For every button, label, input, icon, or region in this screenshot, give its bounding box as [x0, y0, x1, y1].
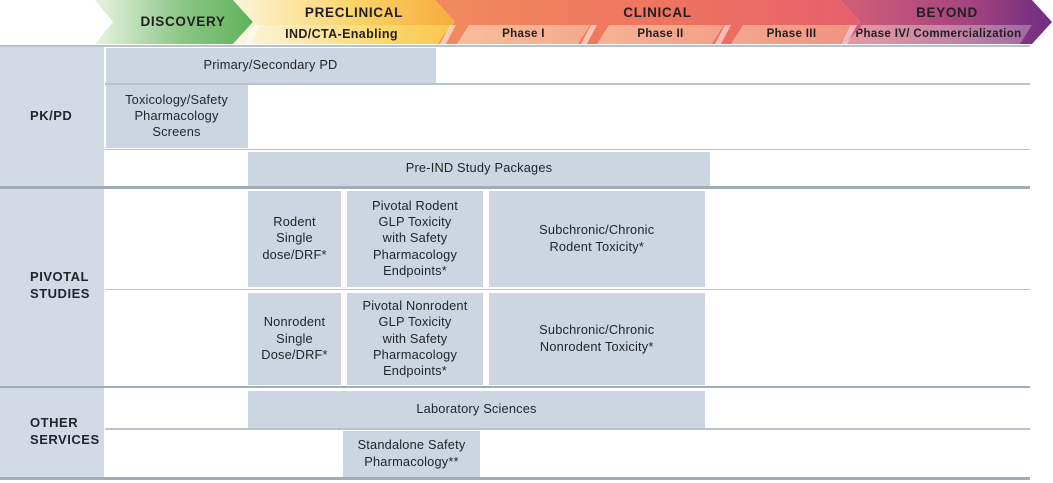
subphase-ind-cta-label: IND/CTA-Enabling [285, 27, 398, 41]
section-label-pkpd: PK/PD [30, 108, 73, 124]
row-divider-line [105, 148, 1030, 150]
stage-discovery-label: DISCOVERY [140, 14, 226, 29]
subphase-phase2-label: Phase II [637, 28, 684, 40]
bottom-border-line [0, 477, 1030, 480]
section-divider-line [0, 385, 1030, 388]
stage-preclinical-label: PRECLINICAL [304, 5, 404, 20]
bar-laboratory-sciences: Laboratory Sciences [248, 391, 705, 428]
subphase-phase4-label: Phase IV/ Commercialization [855, 28, 1022, 40]
bar-pivotal-nonrodent-glp-toxicity: Pivotal Nonrodent GLP Toxicity with Safe… [347, 292, 483, 385]
subphase-phase3-label: Phase III [766, 28, 817, 40]
subphase-phase1-label: Phase I [502, 28, 545, 40]
bar-standalone-safety-pharmacology: Standalone Safety Pharmacology** [343, 430, 480, 477]
subphase-phase1-band: Phase I [457, 25, 590, 44]
phase-timeline-header: IND/CTA-Enabling Phase I Phase II Phase … [0, 0, 1053, 44]
subphase-phase4-band: Phase IV/ Commercialization [845, 25, 1032, 44]
subphase-phase2-band: Phase II [597, 25, 724, 44]
bar-pre-ind-study-packages: Pre-IND Study Packages [248, 151, 710, 186]
row-divider-line [105, 288, 1030, 290]
section-label-other-services: OTHER SERVICES [30, 414, 100, 447]
row-divider-line [105, 83, 1030, 85]
section-label-column [0, 47, 104, 477]
header-divider-line [0, 45, 1030, 47]
bar-pivotal-rodent-glp-toxicity: Pivotal Rodent GLP Toxicity with Safety … [347, 190, 483, 287]
bar-subchronic-chronic-rodent-toxicity: Subchronic/Chronic Rodent Toxicity* [488, 190, 705, 287]
bar-nonrodent-single-dose-drf: Nonrodent Single Dose/DRF* [248, 292, 341, 385]
stage-clinical-label: CLINICAL [623, 5, 692, 20]
bar-primary-secondary-pd: Primary/Secondary PD [105, 47, 436, 83]
row-divider-line [105, 428, 1030, 430]
bar-rodent-single-dose-drf: Rodent Single dose/DRF* [248, 190, 341, 287]
bar-subchronic-chronic-nonrodent-toxicity: Subchronic/Chronic Nonrodent Toxicity* [488, 292, 705, 385]
stage-beyond-label: BEYOND [916, 5, 978, 20]
section-divider-line [0, 186, 1030, 189]
subphase-phase3-band: Phase III [731, 25, 852, 44]
bar-toxicology-safety-pharmacology-screens: Toxicology/Safety Pharmacology Screens [105, 84, 248, 148]
subphase-ind-cta-band: IND/CTA-Enabling [233, 25, 450, 44]
section-label-pivotal-studies: PIVOTAL STUDIES [30, 268, 90, 301]
discovery-chevron [95, 0, 253, 44]
